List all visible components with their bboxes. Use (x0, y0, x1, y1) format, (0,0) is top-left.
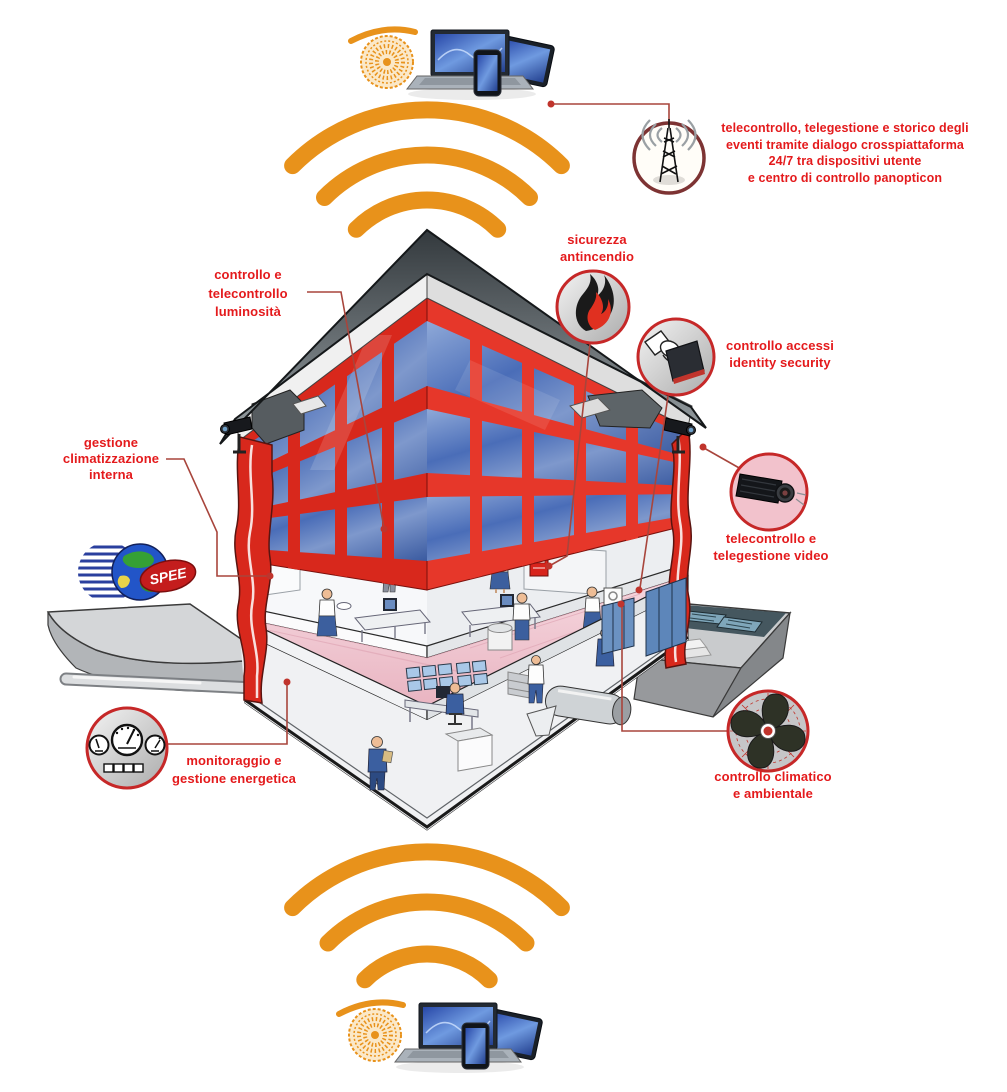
office-worker (512, 592, 531, 641)
lower-floor (240, 590, 689, 830)
basin (336, 602, 352, 610)
callout-energy: monitoraggio e gestione energetica (158, 752, 310, 787)
building-camera-left-icon (220, 416, 253, 454)
card-swipe-icon (636, 317, 716, 397)
thermostat-box (603, 587, 623, 606)
leader-dots (266, 100, 707, 686)
spee-logo: SPEE (78, 542, 197, 602)
grate-icon (716, 616, 763, 633)
rooftop-structures (251, 389, 663, 445)
user-devices-bottom (336, 999, 543, 1073)
user-devices-top (348, 26, 555, 100)
flame-icon (555, 269, 631, 345)
monitor-icon (436, 686, 450, 698)
callout-lighting: controllo e telecontrollo luminosità (184, 266, 312, 322)
devices-shadow (408, 88, 536, 100)
callout-video-surveillance: telecontrollo e telegestione video (696, 530, 846, 564)
wifi-signal-top-icon (284, 101, 570, 238)
technician (367, 736, 394, 791)
callout-line: telegestione video (713, 548, 829, 563)
building-camera-right-icon (663, 417, 696, 454)
spee-badge: SPEE (139, 559, 197, 593)
callout-line: gestione (83, 435, 139, 450)
roof (219, 228, 707, 445)
callout-line: telecontrollo (208, 285, 288, 301)
pedestal-column (487, 623, 513, 651)
callout-line: eventi tramite dialogo crosspiattaforma (726, 137, 964, 152)
callout-line: controllo climatico (714, 769, 832, 784)
callout-line: gestione energetica (172, 770, 296, 786)
office-worker (316, 588, 338, 637)
callout-line: telecontrollo, telegestione e storico de… (721, 121, 969, 135)
callout-line: e ambientale (733, 785, 813, 801)
crate (444, 727, 494, 772)
callout-environment-climate: controllo climatico e ambientale (698, 769, 848, 802)
callout-line: interna (88, 467, 134, 482)
callout-line: controllo e (214, 267, 282, 282)
callout-line: luminosità (214, 304, 281, 319)
callout-line: sicurezza (567, 232, 627, 247)
spee-text: SPEE (148, 564, 189, 588)
leader-lines (166, 103, 742, 745)
callout-remote-platform: telecontrollo, telegestione e storico de… (700, 120, 990, 186)
smartphone-icon (473, 49, 502, 97)
pump-funnel (526, 705, 557, 737)
red-facade (239, 296, 689, 591)
mandala-logo (348, 26, 418, 89)
entrance-glass-door (601, 577, 687, 657)
callout-line: e centro di controllo panopticon (747, 170, 943, 185)
callout-access-control: controllo accessi identity security (710, 338, 850, 371)
callout-line: 24/7 tra dispositivi utente (768, 154, 922, 168)
antenna-icon (632, 119, 706, 195)
smartphone-icon (461, 1022, 490, 1070)
callout-line: monitoraggio e (186, 753, 282, 768)
callout-line: climatizzazione (62, 451, 160, 466)
wifi-signal-bottom-icon (284, 843, 570, 989)
seated-operator (445, 682, 465, 725)
callout-line: telecontrollo e (725, 531, 817, 546)
left-apron (46, 603, 263, 695)
callout-line: identity security (729, 354, 831, 370)
control-screens (455, 659, 489, 687)
control-screens (405, 663, 454, 692)
fan-icon (726, 689, 810, 773)
warehouse-worker (507, 655, 545, 704)
callout-internal-climate: gestione climatizzazione interna (44, 435, 178, 483)
cctv-camera-icon (729, 452, 809, 532)
callout-line: controllo accessi (726, 338, 834, 353)
callout-fire-safety: sicurezza antincendio (542, 232, 652, 265)
mandala-logo (336, 999, 406, 1062)
callout-line: antincendio (559, 248, 635, 264)
gauges-icon (85, 706, 169, 790)
